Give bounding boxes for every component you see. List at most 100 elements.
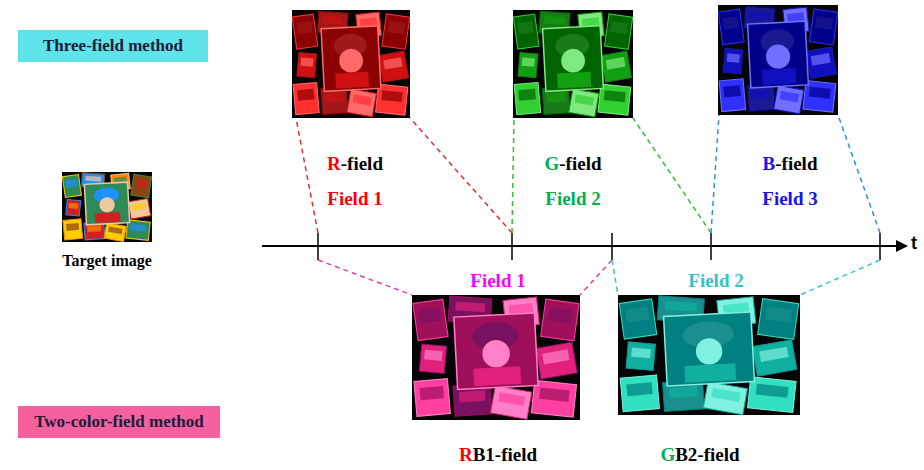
photo-detail xyxy=(759,347,788,362)
field-label: Field 2 xyxy=(688,270,743,292)
axis-label: t xyxy=(911,233,917,254)
face xyxy=(482,339,511,368)
guide-line xyxy=(800,260,880,295)
photo xyxy=(569,89,599,117)
shoulders xyxy=(684,363,736,382)
field-picture xyxy=(718,5,838,115)
photo-detail xyxy=(322,16,343,25)
collage xyxy=(292,11,410,117)
photo-frame xyxy=(321,26,381,92)
photo xyxy=(541,299,579,341)
photo-frame xyxy=(543,26,604,92)
collage xyxy=(619,296,798,415)
photo-detail xyxy=(542,349,569,364)
photo-detail xyxy=(610,21,628,35)
photo-detail xyxy=(751,89,770,100)
photo-frame xyxy=(454,313,538,390)
photo-detail xyxy=(300,57,313,66)
photo-detail xyxy=(669,386,698,398)
color-field-image: B-fieldField 3 xyxy=(718,5,838,115)
shoulders xyxy=(557,72,591,89)
photo xyxy=(63,219,83,240)
photo-tile xyxy=(491,386,532,420)
image-ground xyxy=(412,295,580,420)
photo-detail xyxy=(625,307,649,323)
image-ground xyxy=(618,295,800,415)
image-ground xyxy=(513,10,633,118)
target-image: Target image xyxy=(62,172,152,242)
field-label: Field 1 xyxy=(327,188,382,210)
photo-detail xyxy=(749,11,770,20)
photo-tile xyxy=(378,51,408,82)
guide-line xyxy=(512,118,514,233)
photo-detail xyxy=(548,307,573,323)
photo-detail xyxy=(387,21,405,35)
photo xyxy=(347,89,377,117)
photo xyxy=(514,82,541,114)
photo-detail xyxy=(574,94,594,105)
field-label: R-field xyxy=(327,153,383,175)
photo xyxy=(604,14,632,49)
photo-detail xyxy=(418,307,441,323)
photo-detail xyxy=(544,16,565,25)
photo xyxy=(297,52,317,77)
photo-detail xyxy=(546,92,565,102)
photo-detail xyxy=(604,90,626,102)
photo-detail xyxy=(756,384,789,398)
guide-line xyxy=(838,115,880,233)
face xyxy=(339,48,364,73)
color-field-image: Field 2GB2-field xyxy=(618,295,800,415)
guide-line xyxy=(711,115,719,233)
method-label: Two-color-field method xyxy=(18,406,220,438)
photo-tile xyxy=(128,198,151,219)
photo xyxy=(414,379,451,417)
photo-tile xyxy=(419,344,447,374)
photo-detail xyxy=(723,85,741,97)
color-field-image: R-fieldField 1 xyxy=(292,10,410,118)
photo-tile xyxy=(62,174,81,197)
image-ground xyxy=(292,10,410,118)
photo-tile xyxy=(297,52,317,77)
color-field-image: Field 1RB1-field xyxy=(412,295,580,420)
photo-tile xyxy=(66,199,81,216)
photo-tile xyxy=(382,14,410,49)
photo-detail xyxy=(815,16,833,30)
center-photo xyxy=(543,26,604,92)
photo xyxy=(752,340,797,376)
center-photo xyxy=(664,312,755,386)
photo xyxy=(413,299,448,340)
photo xyxy=(774,85,804,113)
photo-tile xyxy=(626,342,655,371)
photo xyxy=(62,174,81,197)
field-picture xyxy=(292,10,410,118)
photo-tile xyxy=(131,174,152,197)
photo-detail xyxy=(626,382,652,396)
photo-tile xyxy=(718,9,744,45)
face xyxy=(99,197,115,213)
photo-detail xyxy=(108,226,123,234)
photo-detail xyxy=(420,386,444,400)
photo-tile xyxy=(414,379,451,417)
photo-detail xyxy=(779,91,799,103)
field-label: RB1-field xyxy=(459,444,537,466)
photo xyxy=(293,82,319,114)
collage xyxy=(413,296,579,419)
photo xyxy=(719,79,746,112)
field-label: GB2-field xyxy=(660,444,739,466)
field-label: B-field xyxy=(763,153,818,175)
photo xyxy=(128,198,151,219)
tick xyxy=(611,233,613,260)
photo xyxy=(626,342,655,371)
photo-tile xyxy=(513,14,539,49)
photo-detail xyxy=(631,347,651,358)
photo-detail xyxy=(325,92,344,102)
photo-detail xyxy=(66,223,79,231)
photo xyxy=(758,299,799,340)
center-photo xyxy=(748,21,809,88)
photo-tile xyxy=(541,299,579,341)
photo xyxy=(131,174,152,197)
photo-detail xyxy=(539,388,569,402)
photo-tile xyxy=(347,89,377,117)
